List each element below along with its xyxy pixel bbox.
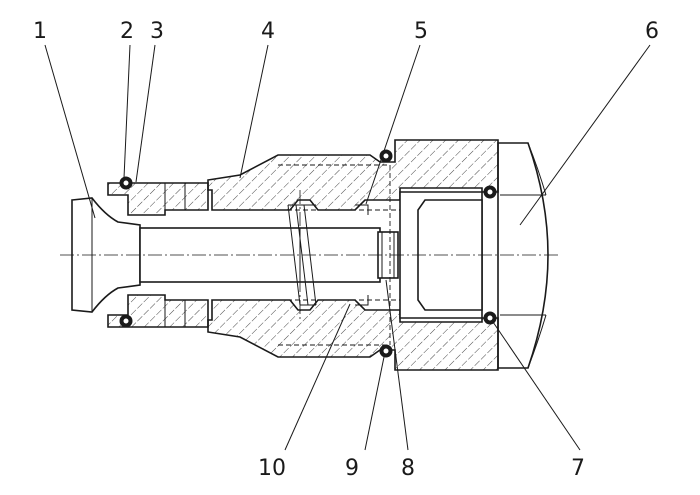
- leader-1: [44, 44, 96, 219]
- leader-6: [519, 44, 651, 226]
- callout-label-5: 5: [414, 19, 428, 44]
- callout-label-6: 6: [645, 19, 659, 44]
- callout-label-8: 8: [401, 456, 415, 481]
- leader-5: [365, 44, 421, 205]
- callout-label-7: 7: [571, 456, 585, 481]
- callout-label-1: 1: [33, 19, 47, 44]
- leader-9: [364, 356, 385, 451]
- o-ring-part-9-bottom: [379, 344, 393, 358]
- leader-7: [492, 321, 581, 451]
- callout-label-10: 10: [258, 456, 286, 481]
- leader-8: [385, 279, 409, 451]
- hex-nut-part: [497, 142, 549, 369]
- callout-label-9: 9: [345, 456, 359, 481]
- leader-10: [284, 303, 351, 451]
- collar-part: [107, 182, 209, 328]
- callout-label-3: 3: [150, 19, 164, 44]
- leader-4: [239, 44, 269, 179]
- leader-2: [123, 44, 131, 179]
- leader-3: [135, 44, 156, 183]
- o-ring-part-7-top: [483, 185, 497, 199]
- leader-lines: [44, 44, 651, 451]
- callout-label-2: 2: [120, 19, 134, 44]
- o-ring-part-2-top: [119, 176, 133, 190]
- callout-label-4: 4: [261, 19, 275, 44]
- o-ring-part-7-bottom: [483, 311, 497, 325]
- o-ring-part-2-bottom: [119, 314, 133, 328]
- housing-body-part: [207, 139, 499, 371]
